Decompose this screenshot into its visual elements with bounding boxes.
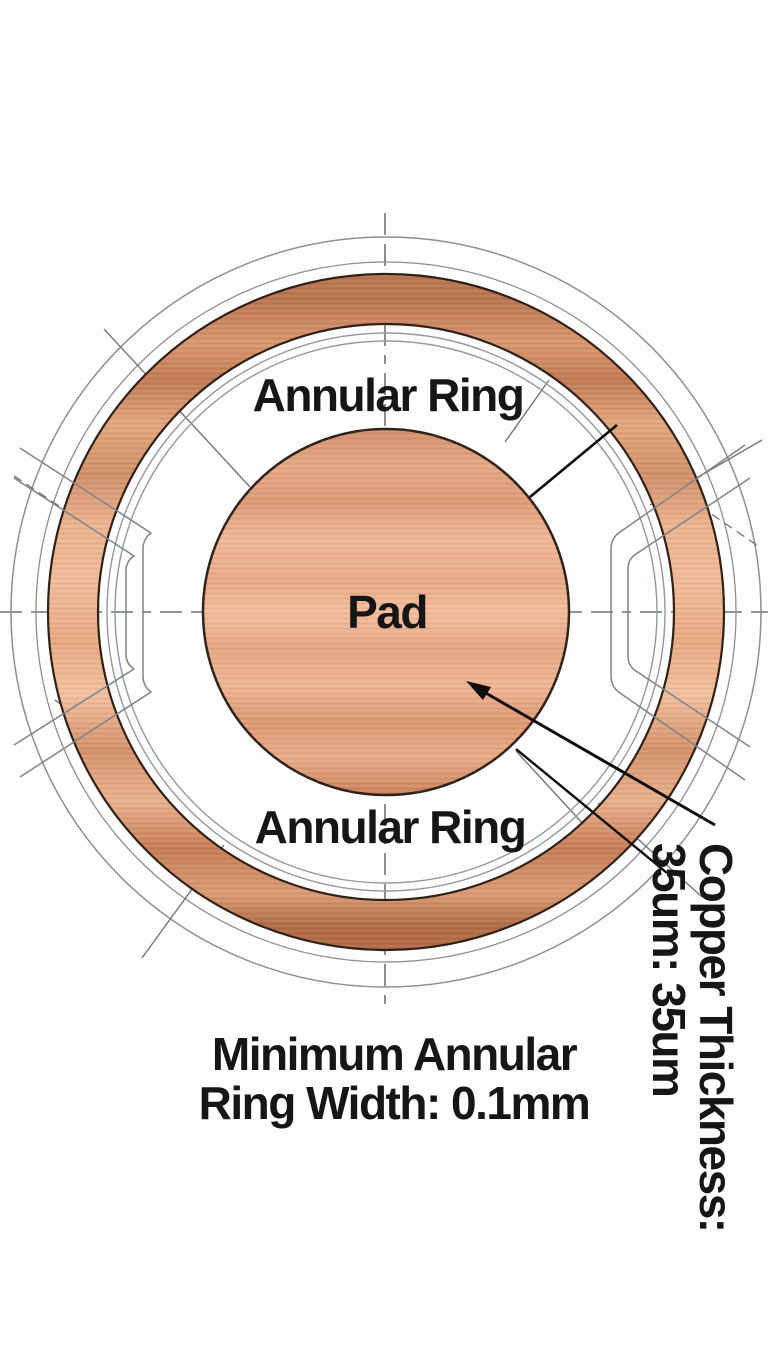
hex-bracket-left-inner [13, 477, 135, 746]
hex-bracket-left-outer [19, 447, 152, 778]
annular-ring-top-label: Annular Ring [253, 369, 524, 421]
annular-ring-bottom-label: Annular Ring [255, 801, 526, 853]
arrowhead-icon [466, 681, 491, 700]
copper-ring-outer-edge [46, 272, 726, 952]
outer-construction-circle [10, 236, 762, 988]
hex-bracket-right-outer [610, 444, 746, 781]
leader-line-copper-thickness-to-pad [483, 690, 716, 827]
copper-thickness-label: Copper Thickness: 35um: 35um [643, 843, 742, 1243]
min-annular-ring-label-line1: Minimum Annular [212, 1028, 578, 1080]
inner-circle-outer [106, 332, 666, 892]
pad-label: Pad [347, 586, 427, 638]
leader-line-annular-ring [529, 423, 618, 499]
hex-bracket-right-inner [627, 477, 751, 748]
copper-thickness-label-line2: 35um: 35um [643, 843, 695, 1096]
second-construction-circle [35, 261, 737, 963]
leader-line-copper-thickness-to-ring [515, 748, 668, 874]
copper-ring-brushed-texture [48, 274, 724, 950]
inner-circle-inner [114, 340, 658, 884]
copper-pad-brushed-texture [203, 429, 569, 795]
copper-ring-inner-edge [96, 322, 676, 902]
copper-thickness-label-line1: Copper Thickness: [690, 843, 742, 1232]
hex-bracket-left [13, 447, 152, 778]
min-annular-ring-label-line2: Ring Width: 0.1mm [199, 1077, 590, 1129]
hex-bracket-right [610, 444, 751, 781]
